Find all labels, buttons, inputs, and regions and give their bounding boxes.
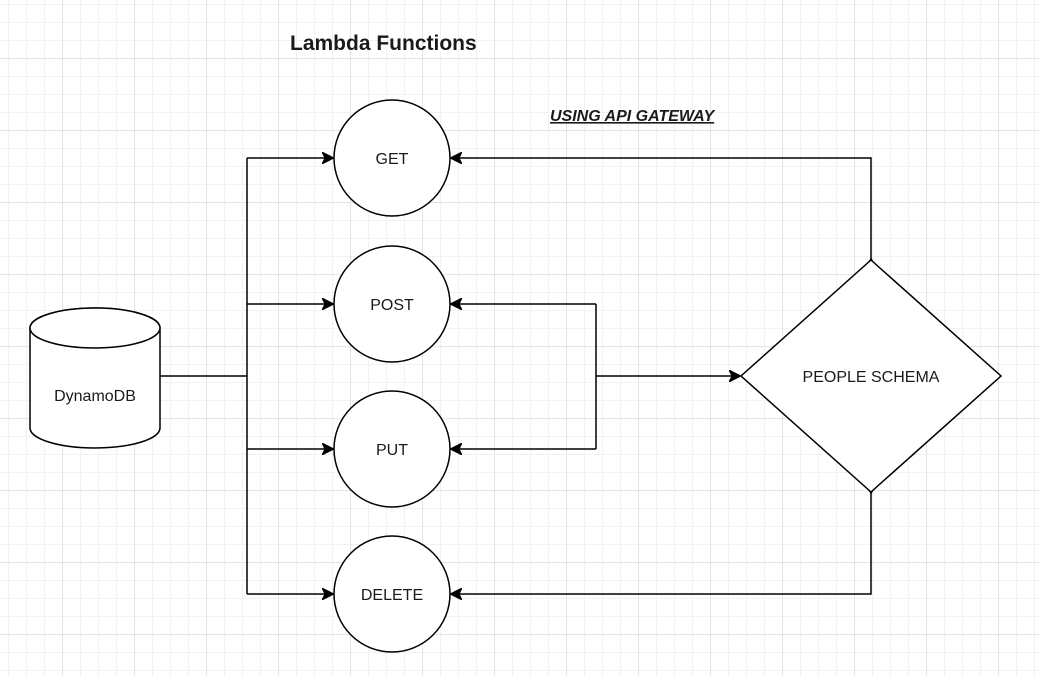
schema-diamond	[739, 258, 1003, 494]
function-node-put: PUT	[333, 390, 451, 508]
schema-connectors	[451, 158, 871, 594]
database-cylinder-top	[29, 307, 161, 349]
function-label-delete: DELETE	[361, 587, 423, 604]
function-circle-post	[333, 245, 451, 363]
schema-node: PEOPLE SCHEMA	[739, 258, 1003, 494]
function-circle-put	[333, 390, 451, 508]
function-circle-get	[333, 99, 451, 217]
function-label-post: POST	[370, 297, 414, 314]
edge-schema-get	[451, 158, 871, 259]
diagram-title: Lambda Functions	[290, 32, 477, 55]
dynamodb-node: DynamoDB	[29, 307, 161, 449]
db-to-functions-connectors	[160, 158, 333, 594]
schema-label: PEOPLE SCHEMA	[803, 369, 940, 386]
annotation-label: USING API GATEWAY	[550, 108, 715, 125]
function-circle-delete	[333, 535, 451, 653]
function-label-get: GET	[376, 151, 409, 168]
dynamodb-label: DynamoDB	[54, 388, 136, 405]
function-label-put: PUT	[376, 442, 408, 459]
function-node-post: POST	[333, 245, 451, 363]
function-node-delete: DELETE	[333, 535, 451, 653]
edge-schema-delete	[451, 493, 871, 594]
function-node-get: GET	[333, 99, 451, 217]
